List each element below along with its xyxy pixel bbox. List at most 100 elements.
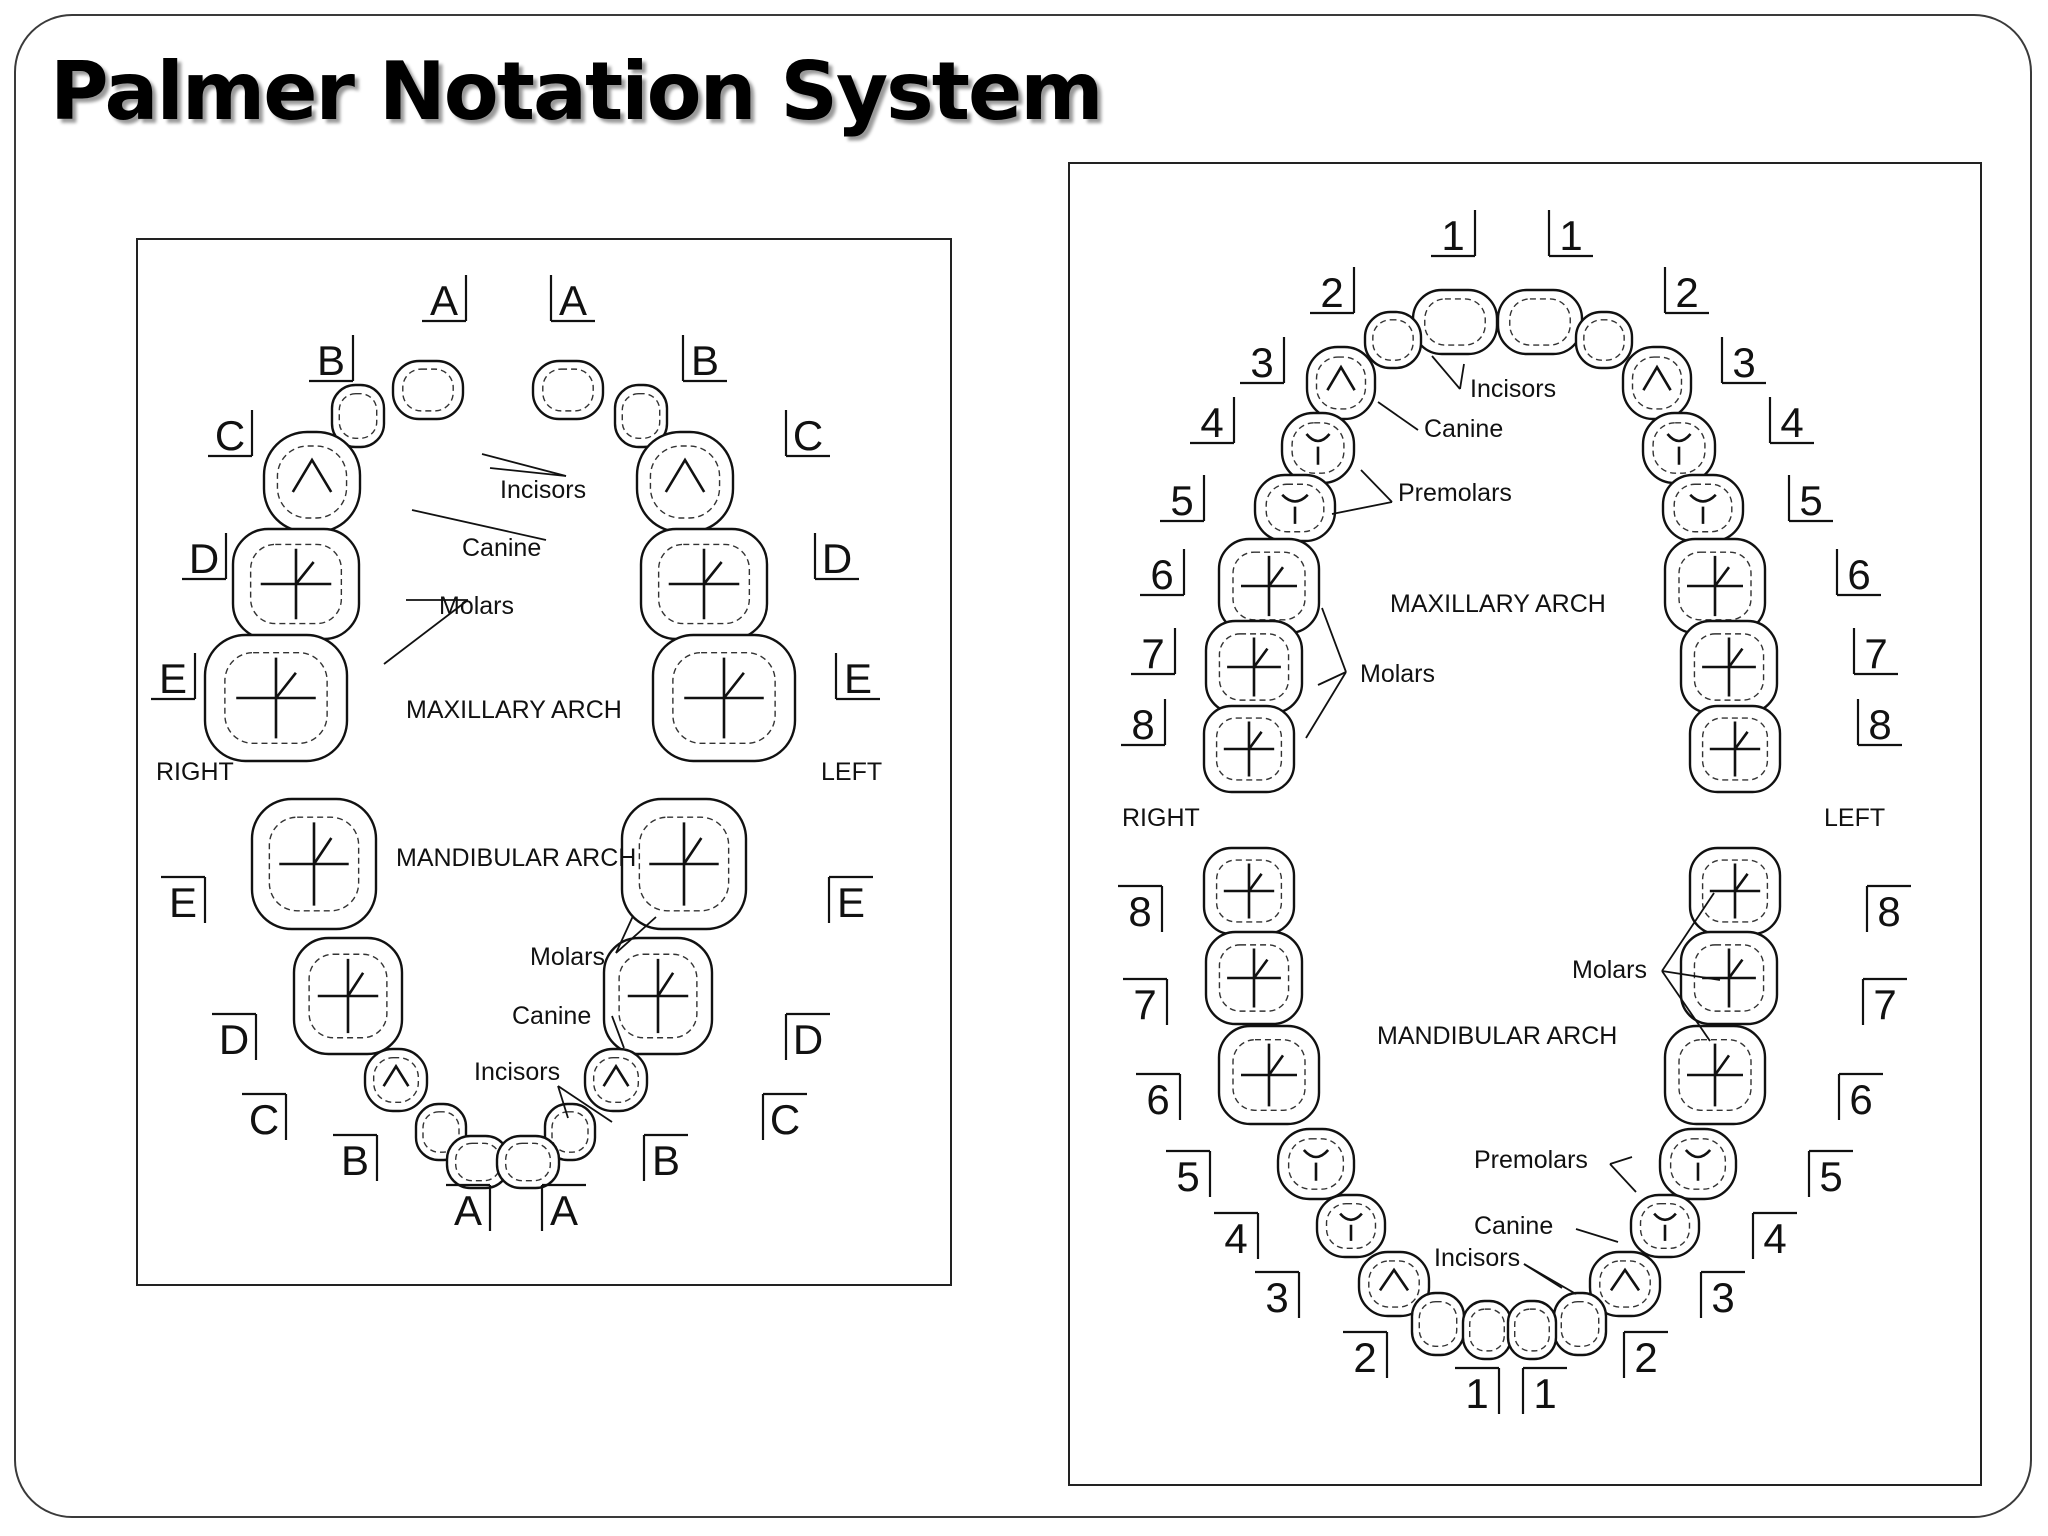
permanent-dentition-chart: 1 1 2 2 3 3 4 4 5 5 6 6 7 7 8 8 8 8 7 7 … xyxy=(1068,162,1982,1486)
permanent-lower-left-2-tooth xyxy=(1552,1291,1608,1357)
primary-upper-right-b-tooth xyxy=(330,383,386,449)
permanent-upper-left-mark-1 xyxy=(1547,210,1593,258)
permanent-upper-left-label-1: 1 xyxy=(1559,212,1582,259)
primary-lower-left-label-c: C xyxy=(770,1096,800,1143)
primary-upper-right-d-tooth xyxy=(231,527,361,641)
permanent-upper-left-label-8: 8 xyxy=(1868,701,1891,748)
permanent-upper-right-mark-6 xyxy=(1140,549,1186,597)
permanent-upper-left-4-tooth xyxy=(1641,411,1717,485)
primary-lower-left-mark-d xyxy=(784,1012,830,1060)
permanent-lower-right-mark-1 xyxy=(1455,1366,1501,1414)
permanent-upper-left-label-6: 6 xyxy=(1847,551,1870,598)
permanent-upper-left-mark-3 xyxy=(1720,337,1766,385)
permanent-upper-right-mark-8 xyxy=(1121,699,1167,747)
permanent-premolars-lower-label: Premolars xyxy=(1474,1146,1588,1174)
permanent-right-label: RIGHT xyxy=(1122,804,1200,832)
primary-upper-left-d-tooth xyxy=(639,527,769,641)
permanent-upper-left-label-4: 4 xyxy=(1780,399,1803,446)
primary-lower-right-label-c: C xyxy=(249,1096,279,1143)
permanent-lower-right-mark-2 xyxy=(1343,1330,1389,1378)
permanent-upper-left-1-tooth xyxy=(1496,288,1584,356)
permanent-upper-left-6-tooth xyxy=(1663,537,1767,635)
permanent-lower-left-mark-5 xyxy=(1807,1149,1853,1197)
permanent-lower-right-mark-6 xyxy=(1136,1072,1182,1120)
permanent-lower-right-3-tooth xyxy=(1357,1250,1431,1318)
permanent-upper-left-mark-4 xyxy=(1768,397,1814,445)
primary-upper-left-label-c: C xyxy=(793,412,823,459)
permanent-dentition-diagram: 1 1 2 2 3 3 4 4 5 5 6 6 7 7 8 8 8 8 7 7 … xyxy=(1118,210,1911,1417)
primary-upper-right-a-tooth xyxy=(391,359,465,421)
primary-lower-right-label-e: E xyxy=(169,879,197,926)
permanent-lower-left-label-7: 7 xyxy=(1873,981,1896,1028)
permanent-lower-left-mark-8 xyxy=(1865,884,1911,932)
permanent-lower-left-6-tooth xyxy=(1663,1024,1767,1126)
primary-incisors-upper-label: Incisors xyxy=(500,476,586,504)
permanent-upper-right-label-6: 6 xyxy=(1150,551,1173,598)
primary-upper-left-a-tooth xyxy=(531,359,605,421)
primary-upper-left-mark-b xyxy=(681,335,727,383)
permanent-lower-left-label-5: 5 xyxy=(1819,1153,1842,1200)
permanent-upper-right-label-3: 3 xyxy=(1250,339,1273,386)
primary-lower-left-mark-b xyxy=(642,1133,688,1181)
primary-lower-left-mark-c xyxy=(761,1092,807,1140)
permanent-upper-left-7-tooth xyxy=(1679,619,1779,715)
permanent-upper-right-label-1: 1 xyxy=(1441,212,1464,259)
permanent-lower-left-label-2: 2 xyxy=(1634,1334,1657,1381)
primary-canine-lower-label: Canine xyxy=(512,1002,591,1030)
primary-lower-left-b-tooth xyxy=(543,1102,597,1162)
primary-lower-left-mark-e xyxy=(827,875,873,923)
permanent-incisors-lower-label: Incisors xyxy=(1434,1244,1520,1272)
permanent-upper-right-mark-3 xyxy=(1240,337,1286,385)
permanent-upper-right-label-5: 5 xyxy=(1170,477,1193,524)
permanent-molars-upper-label: Molars xyxy=(1360,660,1435,688)
primary-upper-right-label-b: B xyxy=(317,337,345,384)
permanent-upper-right-4-tooth xyxy=(1280,411,1356,485)
primary-upper-right-mark-a xyxy=(422,275,468,323)
primary-upper-right-mark-e xyxy=(151,653,197,701)
primary-molars-lower-label: Molars xyxy=(530,943,605,971)
permanent-lower-left-7-tooth xyxy=(1679,930,1779,1026)
slide-frame xyxy=(14,14,2032,1518)
primary-upper-left-mark-d xyxy=(813,533,859,581)
permanent-upper-right-label-7: 7 xyxy=(1141,630,1164,677)
primary-incisors-lower-label: Incisors xyxy=(474,1058,560,1086)
permanent-upper-left-3-tooth xyxy=(1621,345,1693,421)
permanent-upper-right-label-8: 8 xyxy=(1131,701,1154,748)
permanent-upper-right-mark-7 xyxy=(1131,628,1177,676)
permanent-lower-right-5-tooth xyxy=(1276,1127,1356,1201)
permanent-mandibular-arch-label: MANDIBULAR ARCH xyxy=(1377,1022,1617,1050)
permanent-lower-right-mark-8 xyxy=(1118,884,1164,932)
permanent-canine-lower-label: Canine xyxy=(1474,1212,1553,1240)
primary-lower-left-c-tooth xyxy=(583,1047,649,1113)
permanent-lower-right-1-tooth xyxy=(1461,1299,1513,1361)
permanent-upper-right-7-tooth xyxy=(1204,619,1304,715)
primary-lower-left-a-tooth xyxy=(495,1134,561,1190)
permanent-premolars-upper-label: Premolars xyxy=(1398,479,1512,507)
primary-lower-left-mark-a xyxy=(540,1183,586,1231)
permanent-lower-left-label-6: 6 xyxy=(1849,1076,1872,1123)
permanent-upper-left-mark-6 xyxy=(1835,549,1881,597)
primary-left-label: LEFT xyxy=(821,758,882,786)
permanent-lower-left-label-3: 3 xyxy=(1711,1274,1734,1321)
primary-lower-right-e-tooth xyxy=(250,797,378,931)
permanent-lower-left-mark-2 xyxy=(1622,1330,1668,1378)
primary-maxillary-arch-label: MAXILLARY ARCH xyxy=(406,696,622,724)
permanent-upper-right-label-4: 4 xyxy=(1200,399,1223,446)
primary-lower-right-label-a: A xyxy=(454,1187,482,1234)
permanent-upper-right-5-tooth xyxy=(1253,473,1337,543)
permanent-lower-right-mark-7 xyxy=(1123,977,1169,1025)
permanent-lower-left-mark-6 xyxy=(1837,1072,1883,1120)
permanent-upper-right-mark-4 xyxy=(1190,397,1236,445)
primary-upper-right-label-e: E xyxy=(159,655,187,702)
permanent-upper-left-5-tooth xyxy=(1661,473,1745,543)
permanent-lower-right-label-3: 3 xyxy=(1265,1274,1288,1321)
permanent-upper-right-label-2: 2 xyxy=(1320,269,1343,316)
primary-lower-right-label-d: D xyxy=(219,1016,249,1063)
permanent-lower-right-4-tooth xyxy=(1315,1193,1387,1259)
primary-lower-right-c-tooth xyxy=(363,1047,429,1113)
primary-upper-right-c-tooth xyxy=(262,430,362,534)
primary-upper-left-b-tooth xyxy=(613,383,669,449)
primary-mandibular-arch-label: MANDIBULAR ARCH xyxy=(396,844,636,872)
primary-upper-left-c-tooth xyxy=(635,430,735,534)
primary-dentition-diagram: A A B B C C D D E E E E D D C C B B A A … xyxy=(151,275,882,1234)
